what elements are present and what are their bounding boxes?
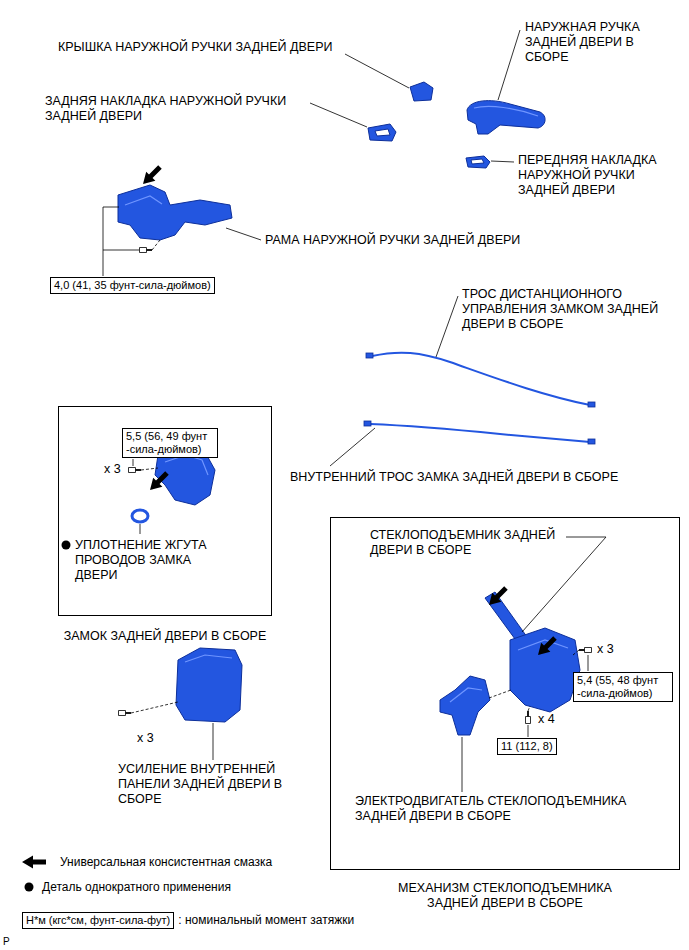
- torque-box: 4,0 (41, 35 фунт-сила-дюймов): [50, 277, 215, 294]
- torque-value: 4,0 (41, 35 фунт-сила-дюймов): [54, 279, 211, 292]
- grease-arrow: [533, 633, 559, 659]
- torque-box: 5,4 (55, 48 фунт -сила-дюймов): [573, 672, 673, 702]
- quantity-label: x 3: [597, 642, 614, 657]
- part-label: ТРОС ДИСТАНЦИОННОГО УПРАВЛЕНИЯ ЗАМКОМ ЗА…: [462, 287, 662, 332]
- part-label: ВНУТРЕННИЙ ТРОС ЗАМКА ЗАДНЕЙ ДВЕРИ В СБО…: [290, 470, 618, 485]
- highlight: [165, 455, 208, 475]
- leader-line: [226, 228, 261, 240]
- leader-line: [345, 54, 409, 88]
- leader-lines: [103, 30, 606, 792]
- cable-end: [588, 402, 595, 407]
- assembly-title: ЗАМОК ЗАДНЕЙ ДВЕРИ В СБОРЕ: [58, 629, 272, 644]
- dash-line: [131, 702, 178, 713]
- part-label: УПЛОТНЕНИЕ ЖГУТА ПРОВОДОВ ЗАМКА ДВЕРИ: [75, 538, 225, 583]
- remote-cable: [372, 353, 590, 405]
- part-highlights: [125, 106, 568, 702]
- dash-line: [528, 706, 530, 711]
- grease-arrows: [22, 162, 560, 868]
- screw: [119, 711, 132, 716]
- cable-ends: [364, 353, 595, 444]
- screw: [526, 711, 531, 724]
- torque-value: 11 (112, 8): [501, 740, 553, 753]
- handle-frame: [118, 185, 232, 240]
- handle-cover: [410, 82, 433, 101]
- part-label: ЗАДНЯЯ НАКЛАДКА НАРУЖНОЙ РУЧКИ ЗАДНЕЙ ДВ…: [45, 94, 320, 124]
- quantity-label: x 3: [104, 462, 121, 477]
- legend-text: Деталь однократного применения: [42, 880, 231, 895]
- legend-text: Универсальная консистентная смазка: [60, 855, 272, 870]
- part-label: КРЫШКА НАРУЖНОЙ РУЧКИ ЗАДНЕЙ ДВЕРИ: [58, 40, 332, 55]
- leader-line: [213, 723, 214, 760]
- leader-line: [588, 655, 589, 671]
- screw: [129, 468, 142, 473]
- cable-end: [366, 353, 373, 358]
- part-label: СТЕКЛОПОДЪЕМНИК ЗАДНЕЙ ДВЕРИ В СБОРЕ: [370, 528, 575, 558]
- part-label: ПЕРЕДНЯЯ НАКЛАДКА НАРУЖНОЙ РУЧКИ ЗАДНЕЙ …: [518, 153, 683, 198]
- screw: [579, 648, 592, 653]
- torque-bracket: [103, 207, 139, 276]
- dash-line: [489, 690, 511, 698]
- highlight: [450, 688, 482, 702]
- legend-grease-arrow: [22, 856, 46, 869]
- torque-value: 5,5 (56, 49 фунт -сила-дюймов): [126, 430, 214, 456]
- legend-text: : номинальный момент затяжки: [178, 913, 354, 928]
- leader-line: [522, 537, 606, 632]
- quantity-label: x 4: [538, 712, 555, 727]
- page-code: P: [3, 936, 10, 948]
- torque-box: Н*м (кгс*см, фунт-сила-фут): [22, 912, 174, 929]
- torque-box: 11 (112, 8): [497, 738, 557, 755]
- highlight: [125, 196, 162, 205]
- leader-line: [498, 30, 520, 100]
- legend-single-use-dot: [25, 883, 34, 892]
- dash-line: [141, 468, 158, 470]
- cable-end: [588, 439, 595, 444]
- cable-end: [364, 421, 371, 426]
- highlight: [185, 655, 232, 662]
- harness-seal: [132, 510, 148, 522]
- assembly-title: МЕХАНИЗМ СТЕКЛОПОДЪЕМНИКА ЗАДНЕЙ ДВЕРИ В…: [375, 881, 635, 911]
- grease-arrow: [138, 162, 164, 188]
- rear-pad: [368, 124, 396, 141]
- leader-line: [436, 296, 458, 357]
- part-label: УСИЛЕНИЕ ВНУТРЕННЕЙ ПАНЕЛИ ЗАДНЕЙ ДВЕРИ …: [118, 762, 303, 807]
- leader-line: [462, 737, 463, 792]
- grease-arrow: [484, 583, 510, 609]
- single-use-dot: [62, 541, 71, 550]
- part-label: ЭЛЕКТРОДВИГАТЕЛЬ СТЕКЛОПОДЪЕМНИКА ЗАДНЕЙ…: [355, 794, 670, 824]
- front-pad: [466, 156, 490, 168]
- leader-line: [491, 161, 514, 162]
- torque-box: 5,5 (56, 49 фунт -сила-дюймов): [122, 428, 218, 458]
- leader-line: [133, 459, 134, 466]
- screw: [140, 248, 153, 253]
- highlight: [474, 106, 538, 116]
- inner-cable: [370, 424, 590, 442]
- leader-line: [140, 524, 141, 534]
- quantity-label: x 3: [137, 731, 154, 746]
- cables: [370, 353, 590, 442]
- leader-line: [528, 725, 529, 737]
- torque-value: Н*м (кгс*см, фунт-сила-фут): [26, 914, 170, 927]
- part-label: НАРУЖНАЯ РУЧКА ЗАДНЕЙ ДВЕРИ В СБОРЕ: [525, 20, 675, 65]
- regulator-body: [510, 628, 580, 712]
- outside-handle: [467, 101, 545, 134]
- torque-value: 5,4 (55, 48 фунт -сила-дюймов): [577, 674, 669, 700]
- assembly-frame: ЗАМОК ЗАДНЕЙ ДВЕРИ В СБОРЕ5,5 (56, 49 фу…: [58, 406, 272, 616]
- leader-line: [330, 428, 375, 466]
- part-label: РАМА НАРУЖНОЙ РУЧКИ ЗАДНЕЙ ДВЕРИ: [265, 233, 520, 248]
- dash-line: [573, 650, 579, 655]
- regulator-motor: [440, 676, 490, 735]
- dash-line: [152, 240, 160, 250]
- leader-line: [310, 103, 367, 127]
- inner-panel-reinforcement: [176, 648, 242, 722]
- grease-arrow: [145, 468, 171, 494]
